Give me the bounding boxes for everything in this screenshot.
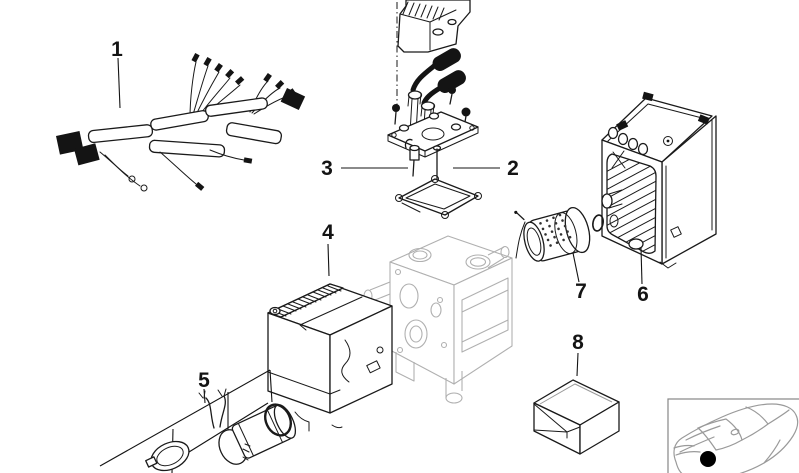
part-location-dot — [700, 451, 716, 467]
reference-housing-drawing — [363, 235, 513, 404]
callout-6: 6 — [637, 247, 649, 306]
callout-7-label: 7 — [575, 280, 587, 303]
callout-8: 8 — [572, 331, 584, 377]
glow-plug-boot — [437, 70, 466, 94]
control-unit-drawing — [267, 283, 393, 432]
callout-4-leader — [327, 243, 330, 277]
callout-3-label: 3 — [321, 157, 333, 180]
callout-3: 3 — [321, 157, 408, 180]
heater-case-drawing — [601, 91, 717, 269]
car-location-inset — [667, 398, 799, 473]
burner-insert-drawing — [514, 206, 591, 262]
wiring-harness-drawing — [56, 53, 306, 192]
small-gasket-ring — [592, 214, 604, 232]
car-outline — [673, 403, 799, 473]
inset-border — [667, 398, 799, 473]
glow-pin-drawing — [432, 145, 442, 185]
callout-6-leader — [640, 247, 643, 285]
callout-7: 7 — [572, 252, 587, 303]
harness-connector-tips — [191, 53, 296, 97]
callout-2: 2 — [453, 157, 519, 180]
callout-4-label: 4 — [322, 221, 334, 244]
o-ring — [263, 403, 293, 437]
callout-6-label: 6 — [637, 283, 649, 306]
callout-2-label: 2 — [507, 157, 519, 180]
callout-1-leader — [117, 57, 121, 109]
callout-4: 4 — [322, 221, 334, 277]
burner-perforations — [539, 213, 572, 247]
callout-1: 1 — [111, 38, 123, 109]
flame-sensor-drawing — [404, 138, 420, 177]
callout-5-label: 5 — [198, 369, 210, 392]
harness-main-connector — [280, 88, 306, 111]
package-drawing — [533, 379, 620, 455]
callout-5-bracket — [99, 369, 271, 467]
burner-plug-assembly-drawing — [387, 0, 482, 219]
glow-plug-boot — [432, 48, 461, 72]
gasket-drawing — [395, 175, 482, 219]
callout-8-leader — [576, 352, 579, 377]
clamp-ring — [145, 440, 190, 472]
callout-7-leader — [572, 252, 580, 283]
callout-8-label: 8 — [572, 331, 584, 354]
callout-1-label: 1 — [111, 38, 123, 61]
blower-motor-drawing — [145, 388, 297, 472]
